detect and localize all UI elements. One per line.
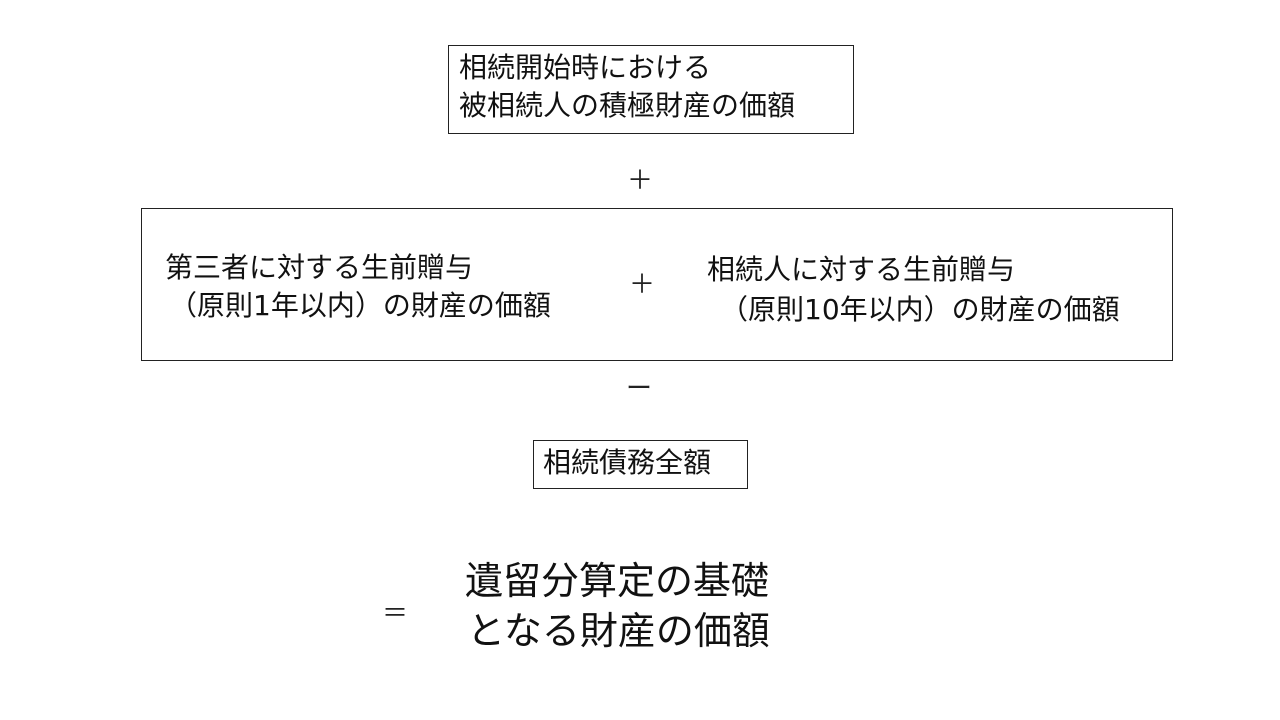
result-line-2: となる財産の価額 bbox=[467, 609, 770, 653]
assets-line-1: 相続開始時における bbox=[459, 51, 712, 84]
third-party-gift-line-2: （原則1年以内）の財産の価額 bbox=[169, 289, 551, 322]
debts-label: 相続債務全額 bbox=[543, 446, 712, 479]
equals-operator: ＝ bbox=[382, 599, 409, 629]
assets-box: 相続開始時における 被相続人の積極財産の価額 bbox=[448, 45, 854, 134]
plus-operator-top: ＋ bbox=[627, 166, 654, 196]
third-party-gift-line-1: 第三者に対する生前贈与 bbox=[165, 251, 474, 284]
heir-gift-line-2: （原則10年以内）の財産の価額 bbox=[720, 293, 1120, 326]
result-line-1: 遺留分算定の基礎 bbox=[465, 559, 770, 603]
gifts-box: 第三者に対する生前贈与 （原則1年以内）の財産の価額 ＋ 相続人に対する生前贈与… bbox=[141, 208, 1173, 361]
plus-operator-inner: ＋ bbox=[629, 270, 656, 300]
minus-operator: ー bbox=[626, 374, 653, 404]
debts-box: 相続債務全額 bbox=[533, 440, 748, 489]
assets-line-2: 被相続人の積極財産の価額 bbox=[459, 89, 796, 122]
heir-gift-line-1: 相続人に対する生前贈与 bbox=[707, 253, 1016, 286]
